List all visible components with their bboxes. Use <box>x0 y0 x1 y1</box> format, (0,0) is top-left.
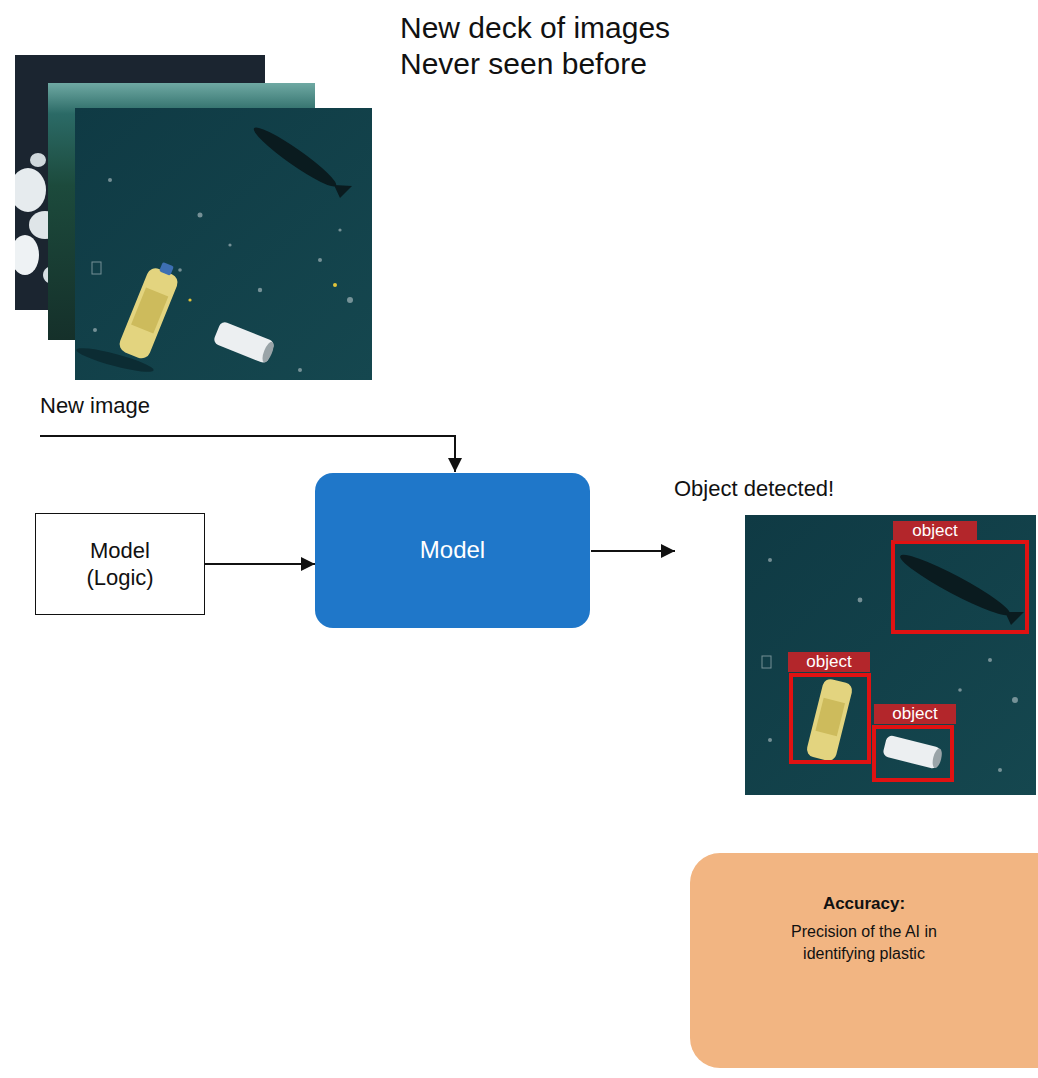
svg-part <box>768 558 772 562</box>
svg-part <box>213 320 276 364</box>
metric-box: Accuracy: Precision of the AI in identify… <box>690 853 1038 1068</box>
svg-part <box>92 262 101 274</box>
svg-part <box>998 768 1002 772</box>
fish <box>896 548 1024 625</box>
detection-box <box>791 675 869 762</box>
svg-part <box>298 368 302 372</box>
fish <box>249 122 352 198</box>
svg-part <box>249 122 340 192</box>
node-heading: Accuracy: <box>823 893 905 915</box>
svg-part <box>338 228 341 231</box>
svg-part <box>931 748 944 769</box>
model-box: Model <box>315 473 590 628</box>
debris <box>188 283 337 302</box>
svg-part <box>117 266 180 361</box>
svg-part <box>1005 612 1024 625</box>
svg-part <box>334 185 352 198</box>
svg-part <box>858 598 863 603</box>
plastic-bottle <box>117 258 183 361</box>
debris <box>92 178 353 372</box>
svg-part <box>347 297 353 303</box>
svg-part <box>188 298 191 301</box>
svg-part <box>762 656 771 668</box>
output-label: Object detected! <box>674 476 834 502</box>
connector-arrow <box>205 563 315 565</box>
detection-tag: object <box>788 652 870 672</box>
diagram-title: New deck of images Never seen before <box>400 10 700 82</box>
svg-part <box>1012 697 1018 703</box>
node-heading: Model (Logic) <box>65 537 175 592</box>
svg-part <box>333 283 337 287</box>
cloud <box>15 168 46 212</box>
node-heading: Model <box>420 536 485 565</box>
svg-part <box>198 213 203 218</box>
plastic-bottle <box>805 677 853 762</box>
input-label: New image <box>40 393 150 419</box>
svg-part <box>260 340 276 363</box>
svg-part <box>228 243 231 246</box>
svg-part <box>988 658 992 662</box>
svg-part <box>805 677 853 762</box>
svg-part <box>258 288 262 292</box>
svg-part <box>958 688 962 692</box>
output-arrow <box>591 550 675 552</box>
detected-photo <box>745 515 1036 795</box>
front-photo <box>75 108 372 380</box>
svg-part <box>131 287 168 333</box>
detection-box <box>893 542 1027 632</box>
cloud <box>30 153 46 167</box>
svg-part <box>318 258 322 262</box>
svg-part <box>159 262 174 276</box>
logic-box: Model (Logic) <box>35 513 205 615</box>
svg-part <box>815 698 845 736</box>
photo-ground <box>75 108 372 380</box>
svg-part <box>93 328 97 332</box>
photo-ground <box>745 515 1036 795</box>
svg-part <box>178 268 182 272</box>
can <box>213 320 277 364</box>
svg-part <box>768 738 772 742</box>
cloud <box>15 235 39 275</box>
node-body: Precision of the AI in identifying plast… <box>764 921 964 964</box>
detection-tag: object <box>874 704 956 724</box>
svg-part <box>896 548 1014 622</box>
detection-box <box>874 727 952 780</box>
can <box>882 735 944 770</box>
svg-part <box>108 178 112 182</box>
detection-tag: object <box>893 521 977 541</box>
input-arrow <box>40 436 455 472</box>
